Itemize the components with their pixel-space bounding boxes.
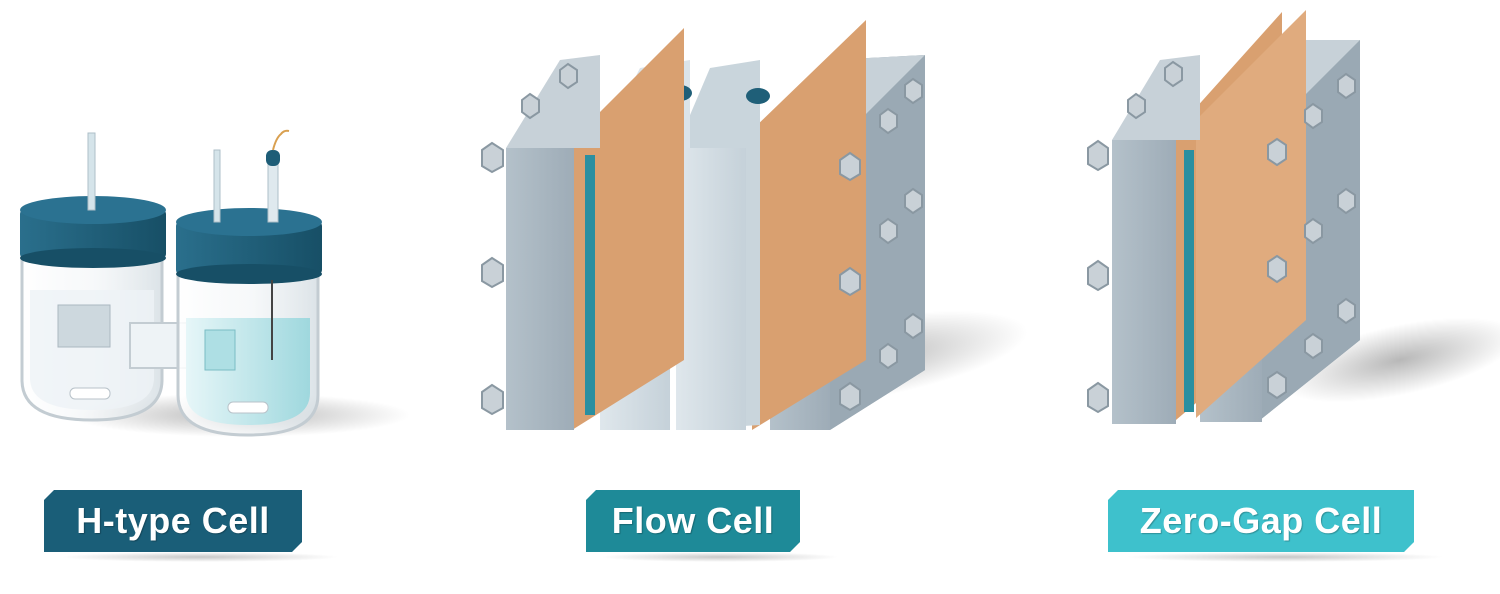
zero-gap-cell-illustration	[1087, 10, 1500, 424]
flow-cell-illustration	[481, 20, 1028, 430]
flow-label-shadow	[600, 552, 840, 562]
right-jar	[176, 129, 322, 437]
zero-gap-cell-shadow	[1282, 317, 1500, 403]
h-type-label-shadow	[60, 552, 340, 562]
zero-gap-cell-label: Zero-Gap Cell	[1108, 490, 1414, 552]
flow-cell-label: Flow Cell	[586, 490, 800, 552]
left-jar	[20, 132, 166, 422]
h-type-cell-label: H-type Cell	[44, 490, 302, 552]
h-type-cell-illustration	[20, 129, 410, 437]
zero-gap-label-shadow	[1125, 552, 1445, 562]
